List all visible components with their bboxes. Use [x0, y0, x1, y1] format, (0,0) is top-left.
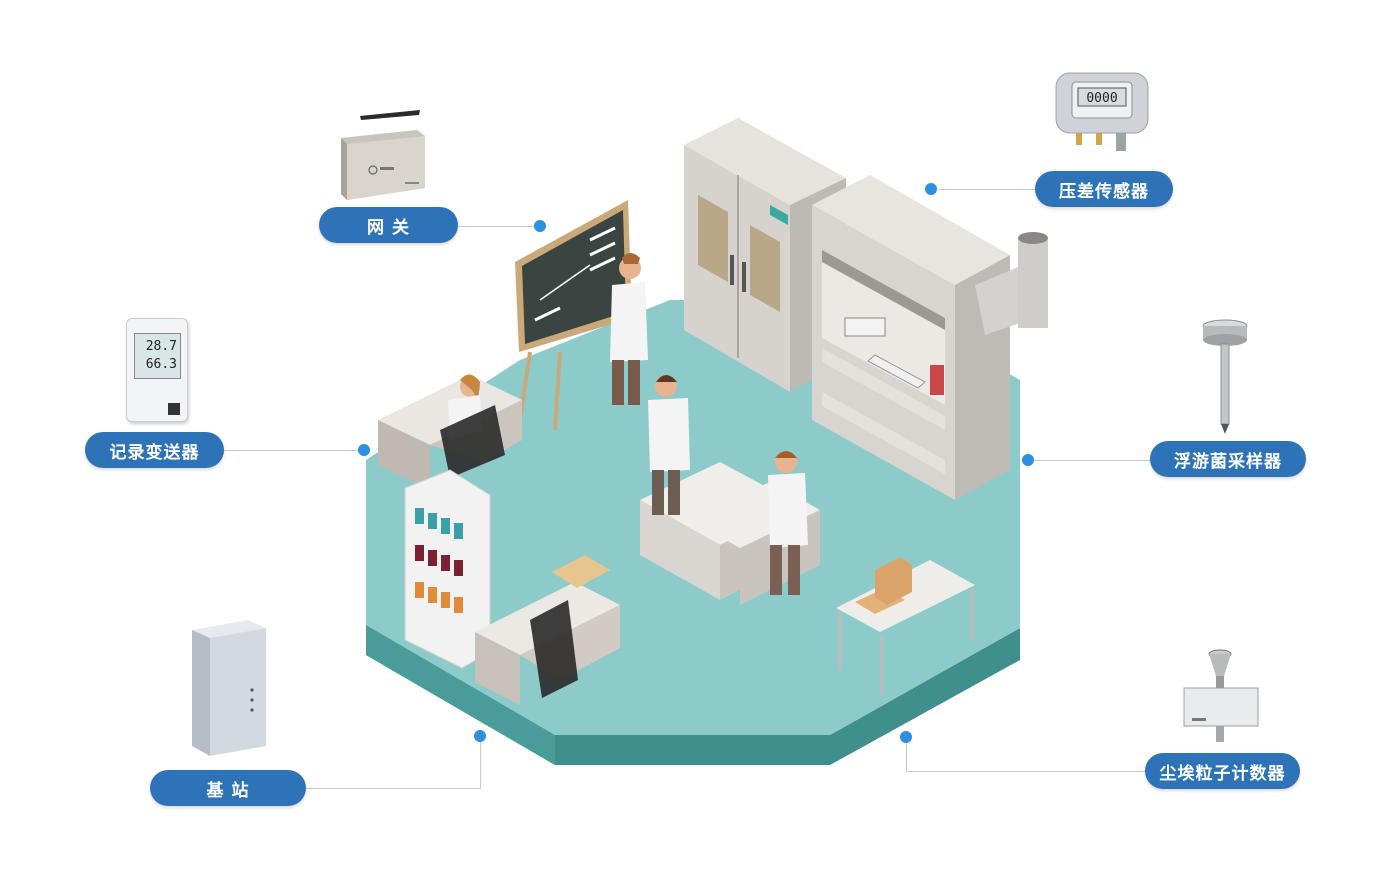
recorder-lcd: 28.7 66.3 — [134, 333, 181, 379]
recorder-lcd-line2: 66.3 — [145, 357, 177, 372]
connector-gateway — [458, 226, 540, 227]
label-recorder-transmitter: 记录变送器 — [85, 432, 224, 468]
dust-counter-image — [1183, 649, 1259, 742]
connector-base — [306, 788, 481, 789]
gateway-device-image — [341, 110, 425, 200]
fume-hood-top — [812, 175, 1010, 285]
cabinet-top — [684, 118, 846, 205]
pressure-lcd: 0000 — [1086, 91, 1117, 106]
floor-side-left — [366, 625, 555, 765]
bacteria-sampler-image — [1202, 319, 1248, 434]
connector-base-vertical — [480, 736, 481, 788]
right-table — [836, 560, 975, 632]
connector-dust — [906, 771, 1146, 772]
connector-dust-vertical — [906, 737, 907, 771]
label-base-station: 基 站 — [150, 770, 306, 806]
connector-dot-gateway — [534, 220, 546, 232]
recorder-transmitter-image: 28.7 66.3 — [126, 318, 188, 422]
connector-dot-recorder — [358, 444, 370, 456]
connector-dot-pressure — [925, 183, 937, 195]
label-dust-particle-counter: 尘埃粒子计数器 — [1145, 753, 1300, 789]
pressure-sensor-image: 0000 — [1055, 72, 1149, 151]
label-airborne-bacteria-sampler: 浮游菌采样器 — [1150, 441, 1306, 477]
connector-pressure — [938, 189, 1035, 190]
connector-dot-dust — [900, 731, 912, 743]
qr-code — [168, 403, 180, 415]
connector-recorder — [224, 450, 364, 451]
connector-dot-bacteria — [1022, 454, 1034, 466]
connector-dot-base — [474, 730, 486, 742]
connector-bacteria — [1034, 460, 1150, 461]
base-station-image — [192, 620, 266, 756]
label-gateway: 网 关 — [319, 207, 458, 243]
label-differential-pressure-sensor: 压差传感器 — [1035, 171, 1173, 207]
recorder-lcd-line1: 28.7 — [145, 339, 177, 354]
